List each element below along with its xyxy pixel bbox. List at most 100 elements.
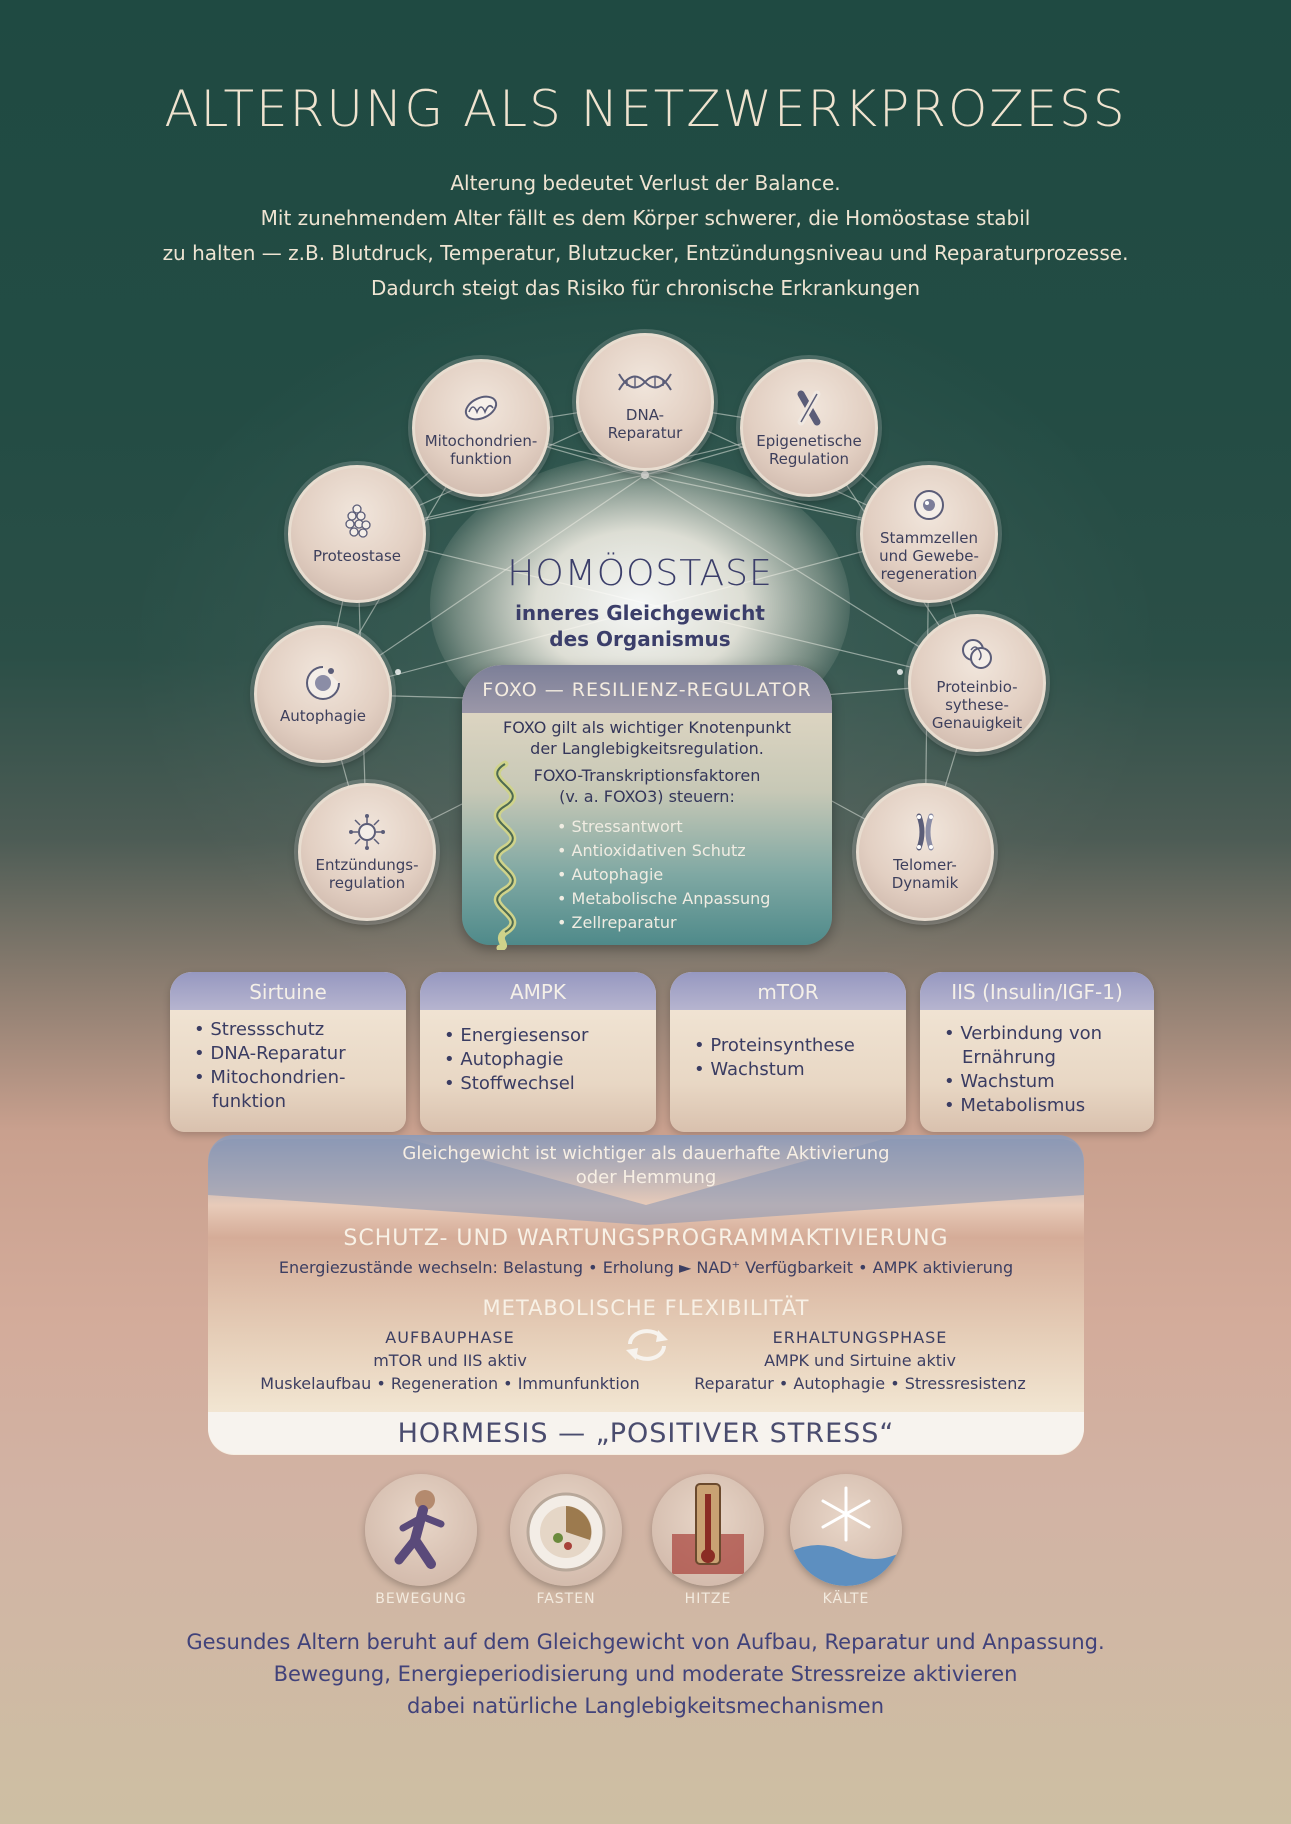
list-item: Wachstum (694, 1058, 906, 1082)
list-item: Wachstum (944, 1070, 1154, 1094)
pathway-list: Verbindung von Ernährung Wachstum Metabo… (920, 1022, 1154, 1118)
stressor-label: HITZE (684, 1591, 732, 1607)
balance-note-line: oder Hemmung (575, 1167, 717, 1188)
energy-states-line: Energiezustände wechseln: Belastung • Er… (278, 1258, 1014, 1277)
pathway-card-mtor: mTOR Proteinsynthese Wachstum (670, 972, 906, 1132)
list-item: Zellreparatur (557, 911, 770, 935)
homeostasis-subtitle-line: inneres Gleichgewicht (515, 601, 765, 625)
node-autophagy: Autophagie (254, 625, 392, 763)
stressor-label: BEWEGUNG (375, 1591, 467, 1607)
pathway-heading: AMPK (420, 972, 656, 1010)
list-item: Stressschutz (194, 1018, 406, 1042)
thermometer-icon (652, 1474, 764, 1586)
maintenance-program-heading: SCHUTZ- UND WARTUNGSPROGRAMMAKTIVIERUNG (343, 1226, 949, 1251)
fasting-plate-icon (510, 1474, 622, 1586)
pathway-list: Stressschutz DNA-Reparatur Mitochondrien… (170, 1018, 406, 1114)
list-item: Metabolismus (944, 1094, 1154, 1118)
list-item: Antioxidativen Schutz (557, 839, 770, 863)
intro-text: Alterung bedeutet Verlust der Balance. M… (100, 166, 1191, 306)
aufbau-phase: AUFBAUPHASE mTOR und IIS aktiv Muskelauf… (250, 1326, 650, 1395)
list-item: Stressantwort (557, 815, 770, 839)
pathway-card-sirtuine: Sirtuine Stressschutz DNA-Reparatur Mito… (170, 972, 406, 1132)
node-label: Proteinbio- sythese- Genauigkeit (931, 678, 1023, 732)
balance-scale-shape (208, 1139, 1084, 1225)
intro-line: zu halten — z.B. Blutdruck, Temperatur, … (162, 241, 1129, 265)
intro-line: Mit zunehmendem Alter fällt es dem Körpe… (260, 206, 1031, 230)
node-label: Telomer- Dynamik (891, 856, 959, 892)
foxo-description: FOXO gilt als wichtiger Knotenpunkt der … (462, 717, 832, 807)
node-telomere: Telomer- Dynamik (856, 783, 994, 921)
snowflake-icon (790, 1474, 902, 1586)
node-label: Entzündungs- regulation (315, 856, 419, 892)
intro-line: Alterung bedeutet Verlust der Balance. (450, 171, 841, 195)
metabolic-flexibility-heading: METABOLISCHE FLEXIBILITÄT (482, 1296, 810, 1320)
list-item: Autophagie (444, 1048, 656, 1072)
stressor-label: FASTEN (536, 1591, 596, 1607)
runner-icon (365, 1474, 477, 1586)
list-item: DNA-Reparatur (194, 1042, 406, 1066)
node-label: Autophagie (280, 707, 366, 725)
foxo-line: FOXO gilt als wichtiger Knotenpunkt (503, 718, 791, 737)
protein-icon (345, 504, 371, 538)
pathway-card-iis: IIS (Insulin/IGF-1) Verbindung von Ernäh… (920, 972, 1154, 1132)
list-item: Proteinsynthese (694, 1034, 906, 1058)
pathway-card-ampk: AMPK Energiesensor Autophagie Stoffwechs… (420, 972, 656, 1132)
erhaltung-phase: ERHALTUNGSPHASE AMPK und Sirtuine aktiv … (660, 1326, 1060, 1395)
node-dna-repair: DNA- Reparatur (576, 333, 714, 471)
balance-note: Gleichgewicht ist wichtiger als dauerhaf… (208, 1142, 1084, 1190)
node-epigenetics: Epigenetische Regulation (740, 359, 878, 497)
mitochondrion-icon (464, 395, 498, 421)
foxo-panel: FOXO — RESILIENZ-REGULATOR FOXO gilt als… (462, 665, 832, 945)
homeostasis-subtitle-line: des Organismus (549, 627, 731, 651)
node-protein-synthesis: Proteinbio- sythese- Genauigkeit (908, 614, 1046, 752)
intro-line: Dadurch steigt das Risiko für chronische… (370, 276, 921, 300)
phase-active: AMPK und Sirtuine aktiv (764, 1351, 956, 1370)
pathway-heading: mTOR (670, 972, 906, 1010)
autophagy-icon (306, 666, 340, 700)
node-stem-cells: Stammzellen und Gewebe- regeneration (860, 465, 998, 603)
stem-cell-icon (914, 490, 944, 520)
chromosome-icon (797, 390, 821, 426)
dna-icon (618, 373, 672, 391)
cycle-arrows-icon (626, 1329, 668, 1361)
foxo-heading: FOXO — RESILIENZ-REGULATOR (462, 665, 832, 713)
conclusion-line: dabei natürliche Langlebigkeitsmechanism… (406, 1694, 885, 1718)
list-item: Energiesensor (444, 1024, 656, 1048)
pathway-heading: IIS (Insulin/IGF-1) (920, 972, 1154, 1010)
node-proteostasis: Proteostase (288, 465, 426, 603)
balance-note-line: Gleichgewicht ist wichtiger als dauerhaf… (402, 1143, 890, 1164)
node-inflammation: Entzündungs- regulation (298, 783, 436, 921)
phase-title: AUFBAUPHASE (385, 1328, 515, 1347)
hormesis-banner: HORMESIS — „POSITIVER STRESS“ (208, 1412, 1084, 1454)
conclusion-line: Bewegung, Energieperiodisierung und mode… (273, 1662, 1018, 1686)
phase-title: ERHALTUNGSPHASE (772, 1328, 948, 1347)
foxo-line: FOXO-Transkriptionsfaktoren (533, 766, 761, 785)
node-label: Epigenetische Regulation (756, 432, 862, 468)
page-title: ALTERUNG ALS NETZWERKPROZESS (164, 80, 1127, 138)
telomere-icon (916, 813, 934, 851)
node-mitochondria: Mitochondrien- funktion (412, 359, 550, 497)
protein-helix-icon (493, 760, 517, 950)
pathway-list: Energiesensor Autophagie Stoffwechsel (420, 1024, 656, 1096)
list-item: Mitochondrien-funktion (194, 1066, 362, 1114)
phase-active: mTOR und IIS aktiv (373, 1351, 527, 1370)
conclusion-text: Gesundes Altern beruht auf dem Gleichgew… (100, 1626, 1191, 1722)
node-label: Mitochondrien- funktion (424, 432, 538, 468)
list-item: Autophagie (557, 863, 770, 887)
list-item: Metabolische Anpassung (557, 887, 771, 911)
ribosome-icon (962, 639, 992, 669)
node-label: DNA- Reparatur (607, 406, 683, 442)
stressor-label: KÄLTE (822, 1591, 870, 1607)
node-label: Stammzellen und Gewebe- regeneration (879, 529, 979, 583)
list-item: Verbindung von Ernährung (944, 1022, 1132, 1070)
pathway-heading: Sirtuine (170, 972, 406, 1010)
homeostasis-title: HOMÖOSTASE (507, 553, 773, 594)
list-item: Stoffwechsel (444, 1072, 656, 1096)
homeostasis-subtitle: inneres Gleichgewicht des Organismus (430, 600, 850, 652)
conclusion-line: Gesundes Altern beruht auf dem Gleichgew… (186, 1630, 1105, 1654)
pathway-list: Proteinsynthese Wachstum (670, 1034, 906, 1082)
inflammation-icon (349, 814, 385, 850)
foxo-targets-list: Stressantwort Antioxidativen Schutz Auto… (557, 815, 771, 935)
phase-items: Muskelaufbau • Regeneration • Immunfunkt… (260, 1374, 640, 1393)
foxo-line: (v. a. FOXO3) steuern: (559, 787, 735, 806)
